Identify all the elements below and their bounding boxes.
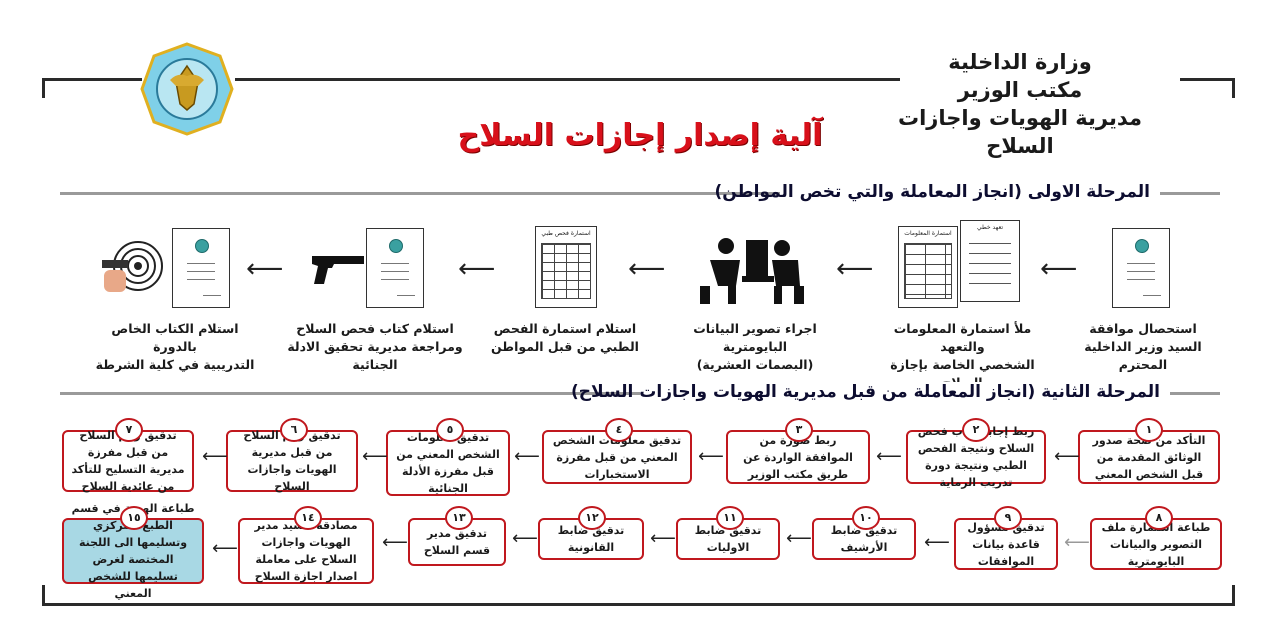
step-number-1: ١ (1135, 418, 1163, 442)
biometric-capture-icon (696, 236, 806, 304)
stage2-arrow-3-4: ⟵ (698, 448, 724, 466)
step-number-2: ٢ (962, 418, 990, 442)
stage1-arrow-5: ⟵ (246, 256, 283, 282)
stage2-arrow-13-14: ⟵ (382, 534, 408, 552)
step-number-9: ٩ (994, 506, 1022, 530)
frame-top-mid (235, 78, 900, 81)
frame-left-bottom (42, 585, 45, 605)
pistol-icon (310, 252, 366, 286)
pledge-form-icon: تعهد خطي (960, 220, 1020, 302)
approval-document-icon (1112, 228, 1170, 308)
stage2-arrow-8-9: ⟵ (1064, 534, 1090, 552)
step-number-3: ٣ (785, 418, 813, 442)
frame-top-left (42, 78, 142, 81)
step-number-4: ٤ (605, 418, 633, 442)
stage2-arrow-14-15: ⟵ (212, 540, 238, 558)
stage2-arrow-9-10: ⟵ (924, 534, 950, 552)
step-number-10: ١٠ (852, 506, 880, 530)
ministry-line-2: مكتب الوزير (870, 76, 1170, 104)
stage1-arrow-3: ⟵ (628, 256, 665, 282)
ministry-emblem-icon (140, 42, 234, 136)
step-number-7: ٧ (115, 418, 143, 442)
frame-left (42, 78, 45, 98)
stage2-arrow-6-7: ⟵ (202, 448, 228, 466)
frame-right-bottom (1232, 585, 1235, 605)
ministry-header: وزارة الداخلية مكتب الوزير مديرية الهويا… (870, 48, 1170, 160)
weapon-check-document-icon (366, 228, 424, 308)
page-title: آلية إصدار إجازات السلاح (440, 118, 840, 153)
ministry-line-1: وزارة الداخلية (870, 48, 1170, 76)
stage1-arrow-4: ⟵ (458, 256, 495, 282)
medical-form-icon: استمارة فحص طبي (535, 226, 597, 308)
stage1-arrow-2: ⟵ (836, 256, 873, 282)
stage1-arrow-1: ⟵ (1040, 256, 1077, 282)
stage1-title: المرحلة الاولى (انجاز المعاملة والتي تخص… (780, 182, 1160, 202)
step-number-11: ١١ (716, 506, 744, 530)
step-number-12: ١٢ (578, 506, 606, 530)
stage2-title: المرحلة الثانية (انجاز المعاملة من قبل م… (640, 382, 1170, 402)
stage2-arrow-11-12: ⟵ (650, 530, 676, 548)
ministry-line-3: مديرية الهويات واجازات السلاح (870, 104, 1170, 160)
step-number-15: ١٥ (120, 506, 148, 530)
training-letter-document-icon (172, 228, 230, 308)
step-number-14: ١٤ (294, 506, 322, 530)
stage1-caption-3: اجراء تصوير البيانات البايومترية(البصمات… (660, 320, 850, 374)
stage2-arrow-10-11: ⟵ (786, 530, 812, 548)
stage2-arrow-4-5: ⟵ (514, 448, 540, 466)
stage2-arrow-12-13: ⟵ (512, 530, 538, 548)
forms-icon: استمارة المعلومات (898, 226, 958, 308)
step-number-6: ٦ (280, 418, 308, 442)
frame-bottom (42, 603, 1235, 606)
step-number-8: ٨ (1145, 506, 1173, 530)
step-number-5: ٥ (436, 418, 464, 442)
stage2-arrow-2-3: ⟵ (876, 448, 902, 466)
stage2-arrow-5-6: ⟵ (362, 448, 388, 466)
step-number-13: ١٣ (445, 506, 473, 530)
frame-right (1232, 78, 1235, 98)
frame-top-right (1180, 78, 1235, 81)
stage2-arrow-1-2: ⟵ (1054, 448, 1080, 466)
shooting-target-icon (98, 236, 164, 302)
